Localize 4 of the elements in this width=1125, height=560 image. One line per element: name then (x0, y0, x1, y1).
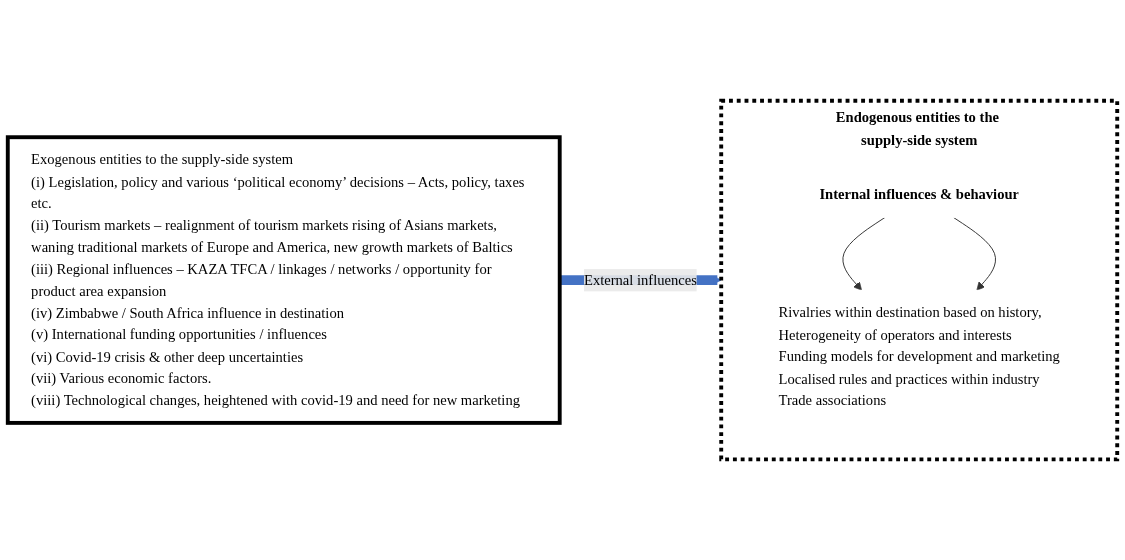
node-text: Internal influences & behaviour (819, 186, 1020, 203)
edge-label: External influences (584, 271, 697, 288)
node-box: Exogenous entities to the supply-side system (i) Legislation, policy and various ‘political economy’ decisions – Acts, policy, taxes etc. (ii) Tourism markets – realignment of tourism markets rising of Asians markets, waning traditional markets of Europe and America, new growth markets of Baltics (iii) Regional influences – KAZA TFCA / linkages / networks / opportunity for product area expansion (iv) Zimbabwe / South Africa influence in destination (v) International funding opportunities / influences (vi) Covid-19 crisis & other deep uncertainties (vii) Various economic factors. (viii) Technological changes, heightened with covid-19 and need for new marketing (5, 135, 562, 425)
node-text: Rivalries within destination based on history, Heterogeneity of operators and interests Funding models for development and marketing Localised rules and practices within industry Trade associations (778, 304, 1060, 408)
